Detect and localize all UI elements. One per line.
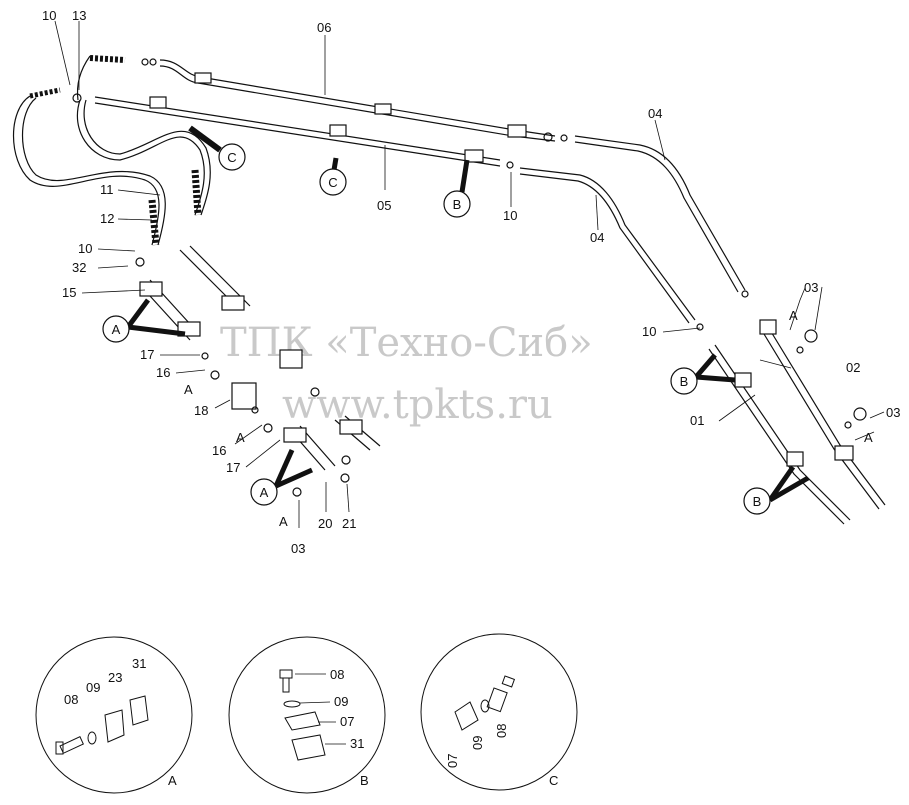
hose-11 <box>13 87 166 246</box>
label-03-bottom: 03 <box>291 541 305 556</box>
marker-b-3: B <box>743 465 810 515</box>
label-a-3: A <box>279 514 288 529</box>
label-01: 01 <box>690 413 704 428</box>
watermark-company: ТПК «Техно-Сиб» <box>220 320 593 366</box>
detail-a-caption: A <box>168 773 177 788</box>
detail-a: 08 09 23 31 A <box>35 636 193 794</box>
marker-a-2-label: A <box>260 485 269 500</box>
label-10-left: 10 <box>78 241 92 256</box>
label-11: 11 <box>100 182 114 197</box>
detail-c-caption: C <box>549 773 558 788</box>
detail-b-08: 08 <box>330 667 344 682</box>
label-03-r1: 03 <box>804 280 818 295</box>
marker-b-3-label: B <box>753 494 762 509</box>
detail-b-caption: B <box>360 773 369 788</box>
label-03-r2: 03 <box>886 405 900 420</box>
label-10-top: 10 <box>42 8 56 23</box>
label-16-b: 16 <box>212 443 226 458</box>
label-10-mid: 10 <box>503 208 517 223</box>
marker-b-1-label: B <box>453 197 462 212</box>
detail-c-07: 07 <box>445 754 460 768</box>
detail-b-31: 31 <box>350 736 364 751</box>
detail-a-31: 31 <box>132 656 146 671</box>
label-06: 06 <box>317 20 331 35</box>
label-a-5: A <box>864 430 873 445</box>
label-05: 05 <box>377 198 391 213</box>
marker-c-2-label: C <box>328 175 337 190</box>
label-a-1: A <box>184 382 193 397</box>
label-21: 21 <box>342 516 356 531</box>
marker-c-2: C <box>319 157 347 196</box>
detail-a-23: 23 <box>108 670 122 685</box>
label-a-4: A <box>789 308 798 323</box>
fittings-top <box>72 58 867 429</box>
label-32: 32 <box>72 260 86 275</box>
pipe-05 <box>94 96 501 167</box>
pipe-01 <box>708 344 851 525</box>
marker-c-1: C <box>188 125 246 171</box>
label-13: 13 <box>72 8 86 23</box>
label-10-right: 10 <box>642 324 656 339</box>
detail-a-08: 08 <box>64 692 78 707</box>
label-02: 02 <box>846 360 860 375</box>
marker-b-2: B <box>670 353 736 395</box>
marker-c-1-label: C <box>227 150 236 165</box>
hose-12 <box>76 55 211 216</box>
marker-b-1: B <box>443 159 471 218</box>
label-17-a: 17 <box>140 347 154 362</box>
label-12: 12 <box>100 211 114 226</box>
marker-a-1: A <box>102 298 186 343</box>
label-a-2: A <box>236 430 245 445</box>
label-18: 18 <box>194 403 208 418</box>
pipe-04-lower <box>519 167 696 324</box>
pipe-04-upper <box>574 135 746 293</box>
label-15: 15 <box>62 285 76 300</box>
label-20: 20 <box>318 516 332 531</box>
pipe-02 <box>759 319 886 510</box>
leader-lines <box>54 20 885 528</box>
marker-b-2-label: B <box>680 374 689 389</box>
label-04-top: 04 <box>648 106 662 121</box>
pipe-06 <box>159 59 556 142</box>
detail-c-08: 08 <box>494 724 509 738</box>
label-16-a: 16 <box>156 365 170 380</box>
detail-b-09: 09 <box>334 694 348 709</box>
detail-a-09: 09 <box>86 680 100 695</box>
detail-c: 09 08 07 C <box>420 633 578 791</box>
detail-b-07: 07 <box>340 714 354 729</box>
detail-c-09: 09 <box>470 736 485 750</box>
marker-a-1-label: A <box>112 322 121 337</box>
manifold-left <box>135 245 381 497</box>
label-04-mid: 04 <box>590 230 604 245</box>
part-labels: 10 13 06 04 05 10 04 11 12 10 32 15 17 1… <box>42 8 900 556</box>
watermark-url: www.tpkts.ru <box>282 382 553 428</box>
marker-a-2: A <box>250 448 314 506</box>
label-17-b: 17 <box>226 460 240 475</box>
detail-b: 08 09 07 31 B <box>228 636 386 794</box>
